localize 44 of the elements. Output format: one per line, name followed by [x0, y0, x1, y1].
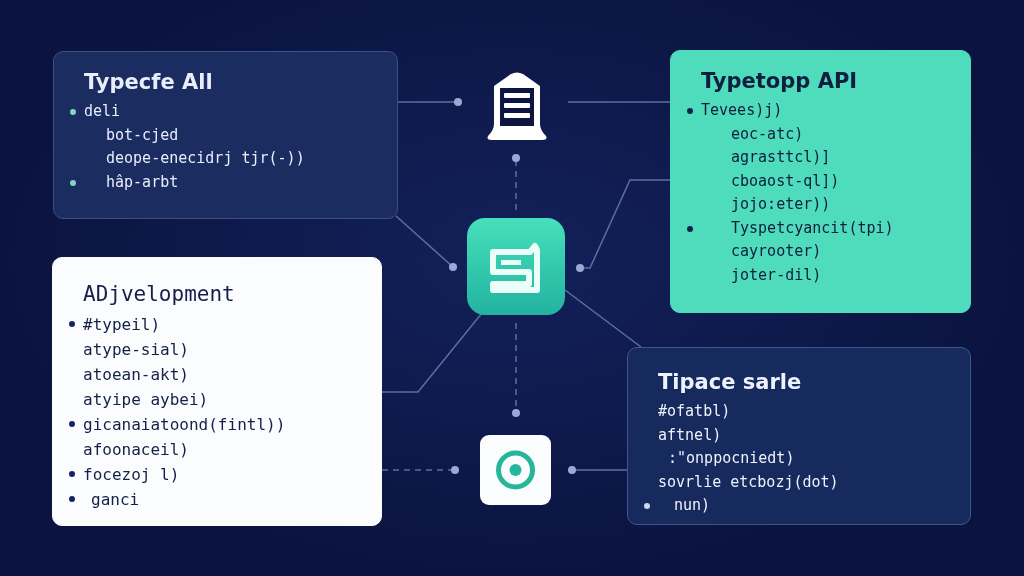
note-icon-tile — [467, 218, 565, 315]
code-line: Tyspetcyancit(tpi) — [731, 216, 950, 240]
code-line: joter-dil) — [731, 264, 823, 286]
code-line: deli — [84, 100, 377, 124]
code-line: bot-cjed — [106, 124, 180, 146]
code-line: cboaost-ql]) — [731, 170, 841, 192]
code-card — [53, 51, 398, 219]
connector-line — [564, 289, 642, 348]
code-line: aftnel) — [658, 424, 723, 446]
connector-line — [576, 179, 671, 272]
code-line: :"onppocniedt) — [668, 448, 796, 469]
code-line: cayrooter) — [731, 241, 823, 262]
code-line: afoonaceil) — [83, 439, 190, 461]
code-line: agrasttcl)] — [731, 147, 832, 168]
code-line: #ofatbl) — [658, 401, 732, 422]
code-line: hâp-arbt — [106, 170, 377, 194]
code-line: nun) — [674, 494, 950, 518]
code-card — [670, 50, 971, 313]
connector-line — [512, 322, 520, 417]
connector-line — [512, 154, 520, 211]
code-line: atyipe aybei) — [83, 389, 210, 411]
card-title: ADjvelopment — [83, 282, 236, 306]
code-card — [627, 347, 971, 525]
connector-line — [568, 466, 628, 474]
code-line: eoc-atc) — [731, 123, 805, 145]
code-line: ganci — [91, 487, 361, 512]
target-icon-tile — [480, 435, 551, 505]
connector-line — [567, 101, 671, 103]
code-card — [52, 257, 382, 526]
code-line: focezoj l) — [83, 462, 361, 487]
connector-line — [397, 98, 462, 106]
card-title: Tipace sarle — [658, 370, 803, 394]
card-title: Typecfe All — [84, 70, 214, 94]
code-line: deope-enecidrj tjr(-)) — [106, 148, 306, 169]
code-line: gicanaiatoond(fintl)) — [83, 412, 361, 437]
code-line: jojo:eter)) — [731, 194, 832, 215]
code-line: atype-sial) — [83, 339, 190, 361]
code-line: #typeil) — [83, 312, 361, 337]
connector-line — [381, 466, 459, 474]
connector-line — [395, 215, 457, 271]
code-line: sovrlie etcbozj(dot) — [658, 471, 840, 493]
code-line: atoean-akt) — [83, 364, 190, 386]
code-line: Tevees)j) — [701, 99, 950, 123]
card-title: Typetopp API — [701, 69, 859, 93]
